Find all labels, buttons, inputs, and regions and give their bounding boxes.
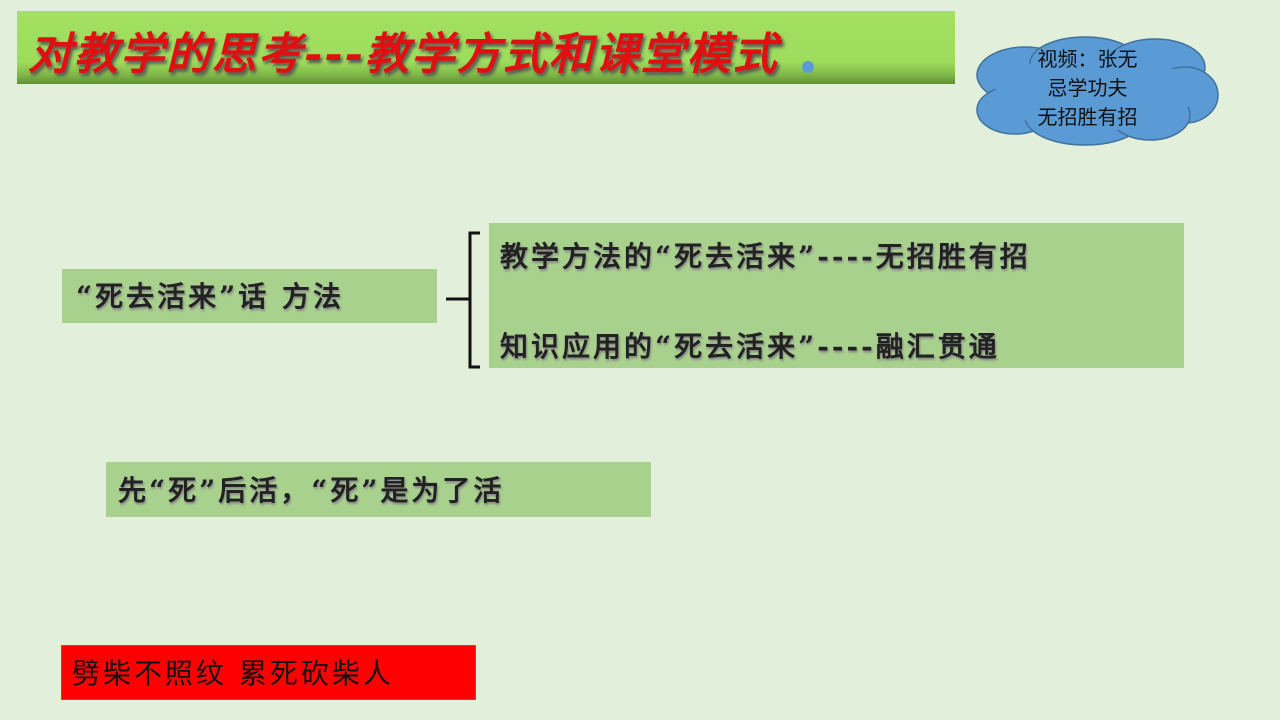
cloud-line: 视频：张无 (1037, 47, 1138, 71)
detail-item: 知识应用的“死去活来”----融汇贯通 (500, 330, 1000, 363)
cloud-line: 忌学功夫 (1047, 76, 1128, 100)
detail-item: 教学方法的“死去活来”----无招胜有招 (500, 240, 1031, 273)
cloud-line: 无招胜有招 (1037, 105, 1138, 129)
method-detail-box: 教学方法的“死去活来”----无招胜有招 知识应用的“死去活来”----融汇贯通 (489, 223, 1184, 368)
proverb-box: 劈柴不照纹 累死砍柴人 (61, 645, 476, 700)
title-bar (17, 11, 955, 84)
principle-box: 先“死”后活，“死”是为了活 (106, 462, 651, 517)
left-brace (446, 231, 480, 369)
slide-title: 对教学的思考---教学方式和课堂模式 (28, 29, 779, 80)
cloud-callout-text: 视频：张无 忌学功夫 无招胜有招 (1005, 45, 1170, 132)
callout-dot (802, 61, 814, 73)
method-box: “死去活来”话 方法 (62, 269, 437, 323)
cloud-callout-shape (976, 36, 1219, 146)
